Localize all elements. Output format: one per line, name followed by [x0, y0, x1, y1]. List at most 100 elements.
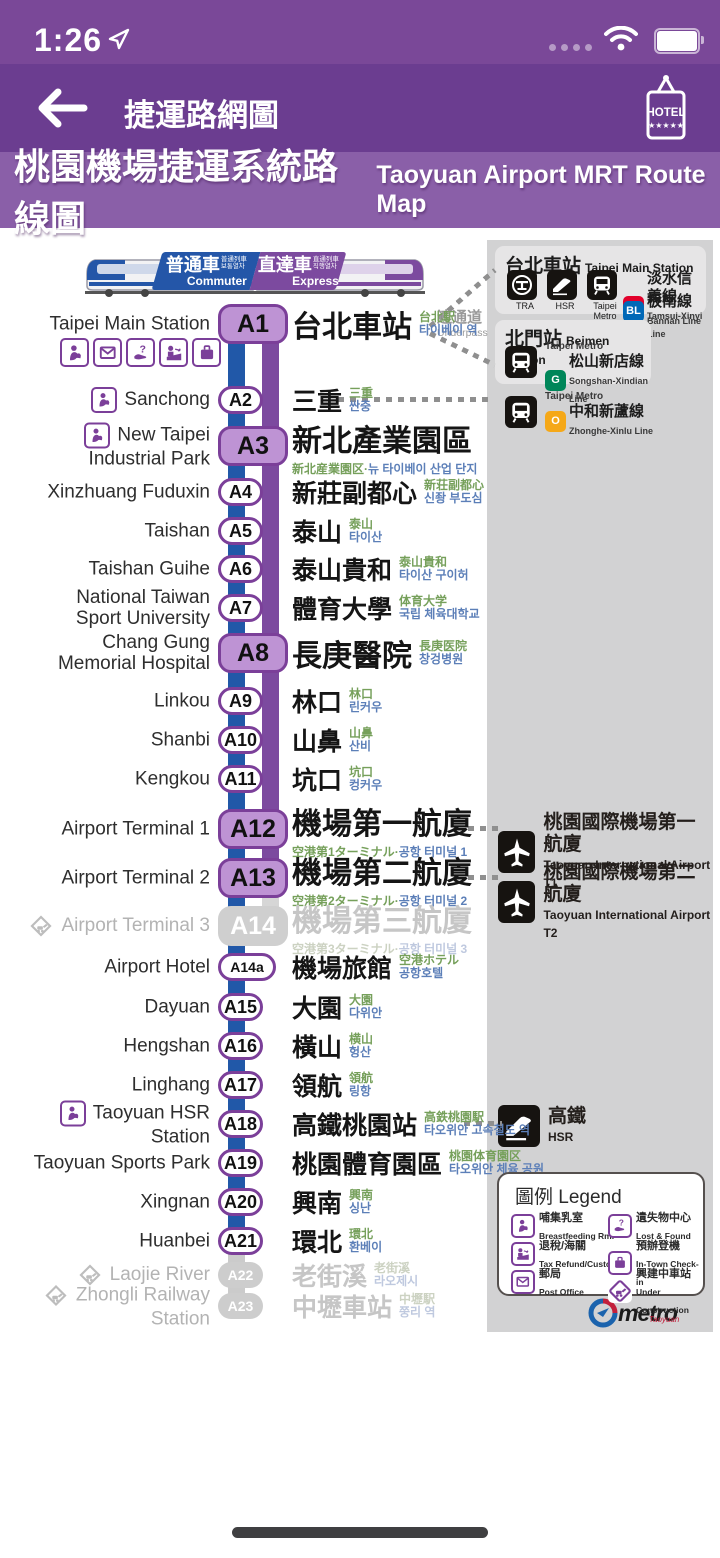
line-name-zh: 板南線	[647, 293, 693, 310]
station-name-zh: 大園	[292, 995, 343, 1023]
station-badge-a14a[interactable]: A14a	[218, 953, 276, 981]
station-name-zh: 橫山	[292, 1034, 343, 1062]
station-name-en: Huanbei	[139, 1230, 210, 1252]
station-name-zh: 機場第二航廈	[292, 856, 472, 890]
home-indicator[interactable]	[232, 1527, 488, 1538]
breastfeeding-icon	[91, 387, 118, 413]
map-banner: 桃園機場捷運系統路線圖 Taoyuan Airport MRT Route Ma…	[0, 146, 720, 239]
metro-taoyuan-logo: metro Taoyuan	[588, 1296, 708, 1330]
post-icon	[511, 1270, 535, 1294]
banner-title-en: Taoyuan Airport MRT Route Map	[376, 161, 706, 218]
station-badge-a17[interactable]: A17	[218, 1071, 263, 1099]
station-badge-a14[interactable]: A14	[218, 906, 288, 946]
taipei-metro-icon	[505, 346, 537, 378]
station-badge-a6[interactable]: A6	[218, 555, 263, 583]
mode-hsr: HSR	[547, 270, 583, 311]
station-badge-a22[interactable]: A22	[218, 1262, 263, 1288]
station-name-zh: 林口	[292, 689, 343, 717]
station-name-zh: 環北	[292, 1229, 343, 1257]
station-label-en: Airport Hotel	[0, 957, 210, 978]
station-badge-a3[interactable]: A3	[218, 426, 288, 466]
commuter-en: Commuter	[186, 273, 247, 288]
hotel-button[interactable]: HOTEL ★★★★★	[638, 74, 694, 144]
checkin-icon	[192, 338, 221, 367]
station-name-en: Dayuan	[144, 996, 211, 1018]
station-name-zh: 新北產業園區	[292, 424, 472, 458]
line-badge-o: O	[545, 410, 566, 432]
station-badge-a4[interactable]: A4	[218, 478, 263, 506]
station-badge-a15[interactable]: A15	[218, 993, 263, 1021]
station-label-en: Taoyuan Sports Park	[0, 1153, 210, 1174]
clock: 1:26	[34, 22, 103, 58]
station-name-zh: 中壢車站	[292, 1294, 393, 1322]
station-label-en: Linghang	[0, 1075, 210, 1096]
station-badge-a1[interactable]: A1	[218, 304, 288, 344]
station-badge-a19[interactable]: A19	[218, 1149, 263, 1177]
station-badge-a12[interactable]: A12	[218, 809, 288, 849]
station-badge-a8[interactable]: A8	[218, 633, 288, 673]
back-button[interactable]	[34, 84, 90, 132]
station-name-en: Airport Terminal 1	[61, 818, 210, 840]
svg-text:HOTEL: HOTEL	[647, 107, 686, 119]
station-name-block: 機場第二航廈空港第2ターミナル·공항 터미널 2	[292, 848, 472, 909]
connector-hsr	[464, 1121, 502, 1126]
station-name-zh: 台北車站	[292, 311, 412, 344]
construction-icon	[28, 913, 55, 939]
station-badge-a9[interactable]: A9	[218, 687, 263, 715]
svg-text:★★★★★: ★★★★★	[648, 121, 684, 130]
station-badge-a20[interactable]: A20	[218, 1188, 263, 1216]
hsr-icon	[498, 1105, 540, 1147]
station-badge-a18[interactable]: A18	[218, 1110, 263, 1138]
station-badge-a21[interactable]: A21	[218, 1227, 263, 1255]
line-name-en: Bannan Line	[647, 316, 702, 326]
metro-wordmark: metro	[618, 1299, 678, 1326]
station-name-block: 機場第一航廈空港第1ターミナル·공항 터미널 1	[292, 799, 472, 860]
station-badge-a5[interactable]: A5	[218, 517, 263, 545]
station-badge-a7[interactable]: A7	[218, 594, 263, 622]
station-name-zh: 泰山	[292, 519, 343, 547]
station-badge-a13[interactable]: A13	[218, 858, 288, 898]
breastfeeding-icon	[91, 387, 118, 413]
station-badge-a23[interactable]: A23	[218, 1293, 263, 1319]
station-name-en: Airport Terminal 3	[61, 915, 210, 937]
express-line	[262, 330, 279, 886]
station-label-en: Sanchong	[0, 387, 210, 413]
station-label-en: Huanbei	[0, 1231, 210, 1252]
station-label-en: Taishan	[0, 521, 211, 542]
airplane-icon	[498, 881, 536, 923]
station-badge-a10[interactable]: A10	[218, 726, 263, 754]
station-badge-a16[interactable]: A16	[218, 1032, 263, 1060]
station-badge-a2[interactable]: A2	[218, 386, 263, 414]
station-badge-a11[interactable]: A11	[218, 765, 263, 793]
construction-icon	[28, 913, 55, 939]
legend-title: 圖例 Legend	[515, 1187, 622, 1208]
station-name-zh: 桃園體育園區	[292, 1151, 443, 1179]
station-label-en: Taoyuan HSR Station	[0, 1100, 210, 1148]
